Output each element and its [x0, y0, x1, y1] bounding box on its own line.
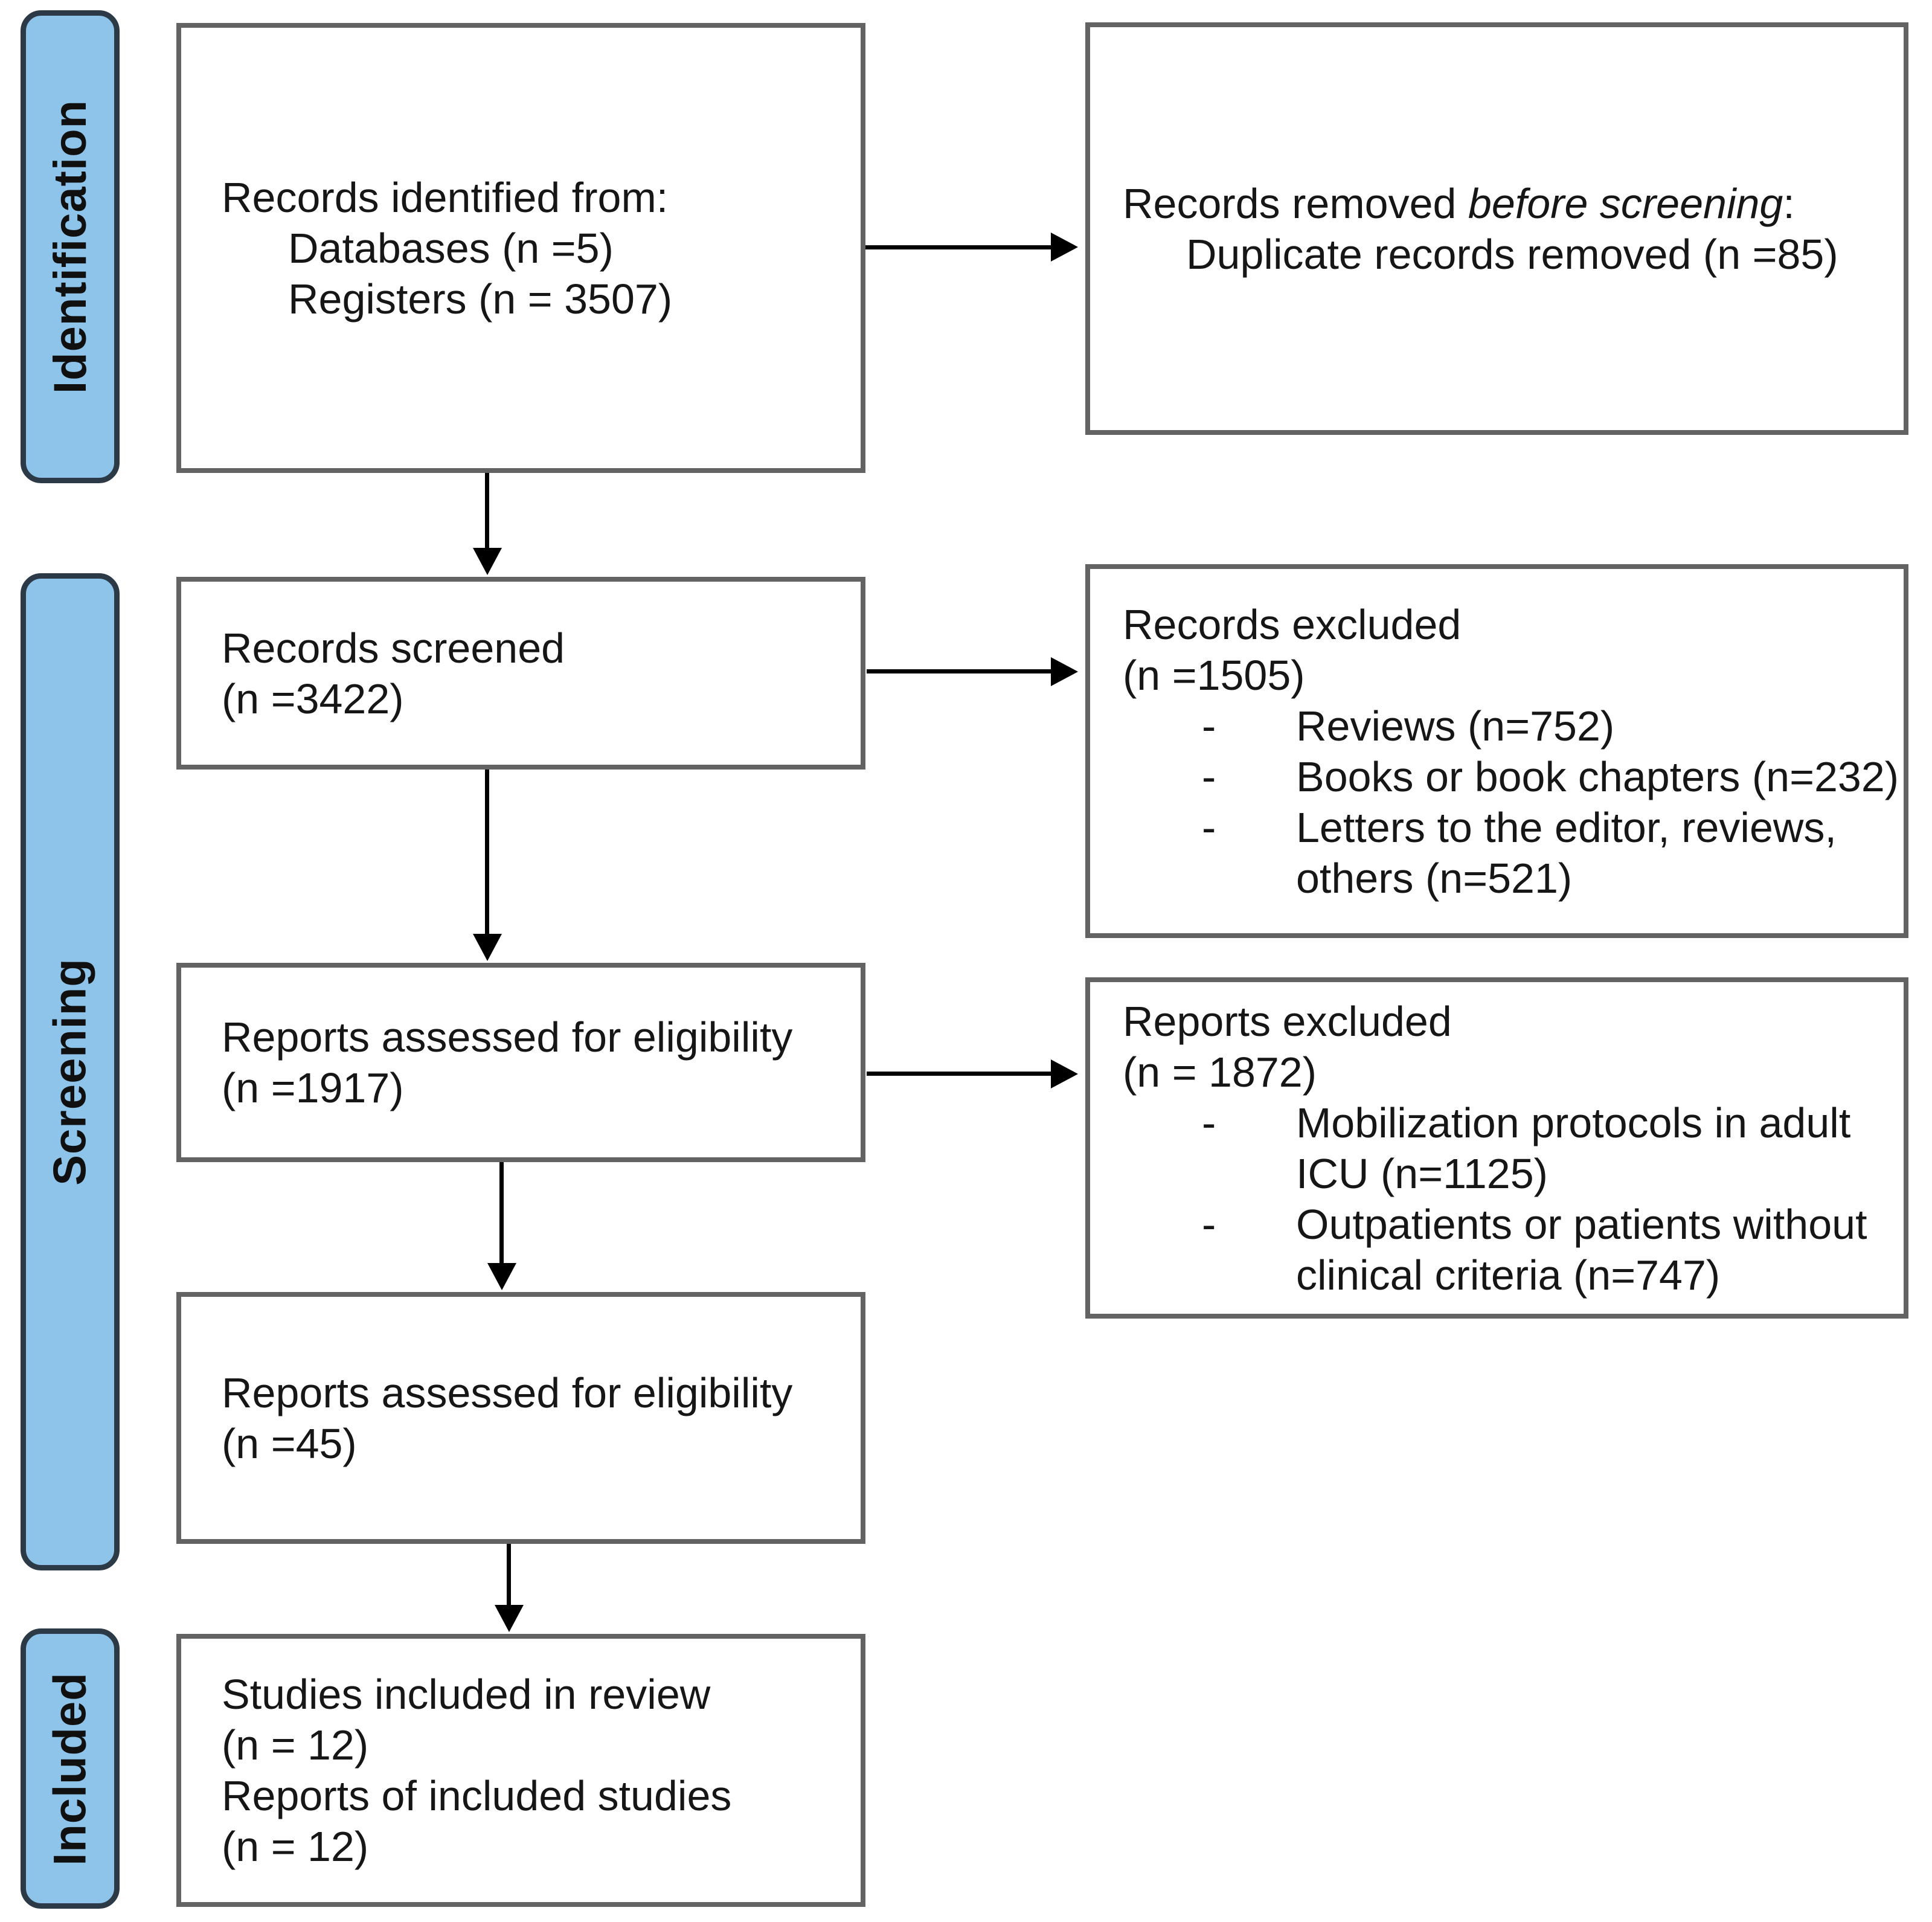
box-studies-included: Studies included in review (n = 12) Repo… — [176, 1634, 865, 1907]
box-records-screened: Records screened (n =3422) — [176, 577, 865, 770]
box-title: Reports excluded — [1123, 997, 1452, 1045]
stage-label-included: Included — [44, 1671, 96, 1866]
box-reports-assessed-1: Reports assessed for eligibility (n =191… — [176, 963, 865, 1162]
arrow-line — [867, 669, 1051, 673]
bullet-item: - Reviews (n=752) — [1090, 701, 1904, 751]
bullet-dash: - — [1202, 753, 1216, 800]
bullet-dash: - — [1202, 1099, 1216, 1146]
arrow-line — [865, 245, 1051, 249]
bullet-item: - Outpatients or patients without clinic… — [1090, 1199, 1904, 1300]
bullet-item: - Mobilization protocols in adult ICU (n… — [1090, 1098, 1904, 1199]
box-reports-excluded: Reports excluded (n = 1872) - Mobilizati… — [1085, 977, 1908, 1319]
stage-label-screening: Screening — [44, 958, 96, 1186]
box-item: Duplicate records removed (n =85) — [1186, 230, 1838, 278]
arrow-head-right-icon — [1051, 233, 1078, 262]
arrow-line — [507, 1544, 511, 1605]
stage-bar-identification: Identification — [21, 10, 120, 483]
box-count: (n =1505) — [1123, 651, 1305, 699]
box-title: Records excluded — [1123, 600, 1462, 648]
box-title: Records removed before screening: — [1123, 179, 1795, 227]
bullet-text: Mobilization protocols in adult ICU (n=1… — [1296, 1099, 1851, 1197]
box-reports-assessed-2: Reports assessed for eligibility (n =45) — [176, 1292, 865, 1544]
box-item: Databases (n =5) — [288, 224, 614, 272]
bullet-dash: - — [1202, 803, 1216, 851]
arrow-head-right-icon — [1051, 657, 1078, 686]
box-records-excluded: Records excluded (n =1505) - Reviews (n=… — [1085, 564, 1908, 938]
box-records-identified: Records identified from: Databases (n =5… — [176, 23, 865, 473]
italic-phrase: before screening — [1468, 179, 1783, 227]
box-title: Records identified from: — [222, 173, 669, 221]
arrow-head-down-icon — [487, 1263, 516, 1290]
bullet-dash: - — [1202, 1200, 1216, 1248]
bullet-text: Outpatients or patients without clinical… — [1296, 1200, 1867, 1299]
stage-bar-included: Included — [21, 1628, 120, 1909]
arrow-head-down-icon — [473, 548, 502, 575]
box-count: (n =45) — [222, 1419, 357, 1467]
box-records-removed: Records removed before screening: Duplic… — [1085, 22, 1908, 435]
box-title: Records screened — [222, 624, 565, 672]
box-count: (n =1917) — [222, 1064, 404, 1111]
stage-label-identification: Identification — [44, 100, 96, 394]
bullet-text: Reviews (n=752) — [1296, 702, 1615, 750]
bullet-item: - Letters to the editor, reviews, others… — [1090, 802, 1904, 904]
arrow-head-down-icon — [473, 934, 502, 961]
bullet-item: - Books or book chapters (n=232) — [1090, 751, 1904, 802]
arrow-line — [485, 473, 489, 548]
arrow-line — [499, 1162, 504, 1263]
bullet-text: Books or book chapters (n=232) — [1296, 753, 1899, 800]
box-count: (n = 1872) — [1123, 1048, 1317, 1096]
arrow-line — [485, 770, 489, 934]
arrow-head-right-icon — [1051, 1059, 1078, 1088]
box-count: (n = 12) — [222, 1721, 369, 1769]
box-count: (n =3422) — [222, 675, 404, 722]
box-title: Reports of included studies — [222, 1772, 732, 1819]
box-count: (n = 12) — [222, 1823, 369, 1870]
bullet-dash: - — [1202, 702, 1216, 750]
arrow-line — [867, 1072, 1051, 1076]
box-item: Registers (n = 3507) — [288, 275, 673, 323]
box-title: Reports assessed for eligibility — [222, 1369, 793, 1416]
stage-bar-screening: Screening — [21, 573, 120, 1570]
arrow-head-down-icon — [495, 1605, 524, 1632]
box-title: Studies included in review — [222, 1671, 711, 1718]
bullet-text: Letters to the editor, reviews, others (… — [1296, 803, 1837, 902]
box-title: Reports assessed for eligibility — [222, 1014, 793, 1061]
